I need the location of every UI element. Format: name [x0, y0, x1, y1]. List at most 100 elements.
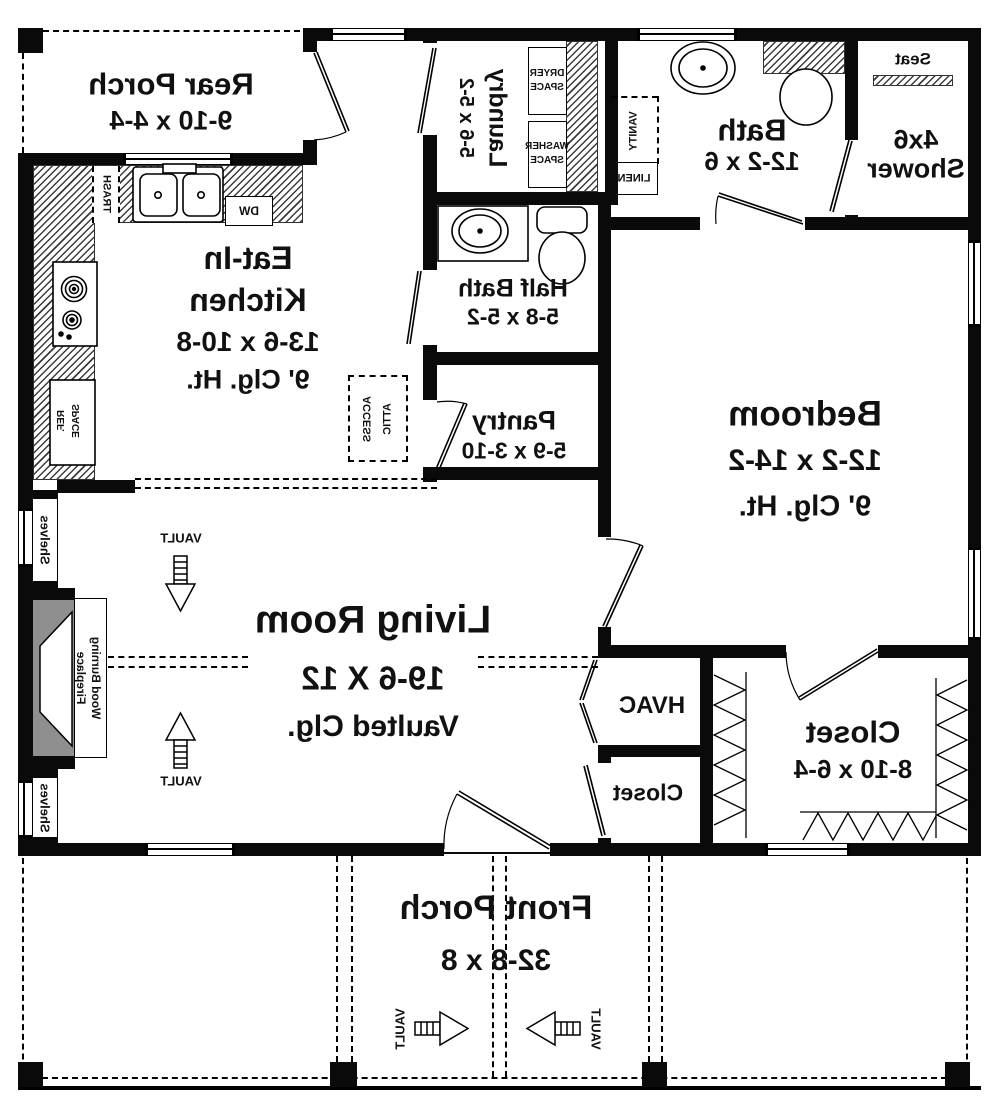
halfbath-sink-icon — [437, 205, 529, 262]
porch-post — [18, 28, 43, 53]
shelves-label: Shelves — [37, 783, 53, 833]
door-rear-porch — [313, 51, 350, 141]
porch-beam-line — [336, 856, 338, 1062]
front-porch-edge — [966, 858, 968, 1079]
dryer-space-label: DRYER — [529, 68, 565, 79]
rear-porch-edge — [22, 53, 24, 153]
dishwasher-label: DW — [239, 204, 259, 218]
closet-rod-icon — [712, 672, 969, 842]
front-porch-edge — [22, 1077, 967, 1079]
washer-space-label: WASHER — [525, 141, 569, 152]
window — [637, 28, 737, 41]
fireplace-label-box — [74, 598, 107, 758]
room-label-living: Living Room — [254, 598, 492, 642]
porch-beam-line — [351, 856, 353, 1062]
attic-access-label: ACCESS — [361, 396, 374, 442]
room-label-laundry: Laundry — [483, 68, 512, 168]
kitchen-top-wall — [18, 153, 123, 165]
bedroom-west-wall — [598, 745, 611, 763]
shower-seat-label: Seat — [895, 49, 931, 69]
room-label-bath: Bath — [717, 112, 787, 148]
room-dims-shower: 4x6 — [893, 124, 939, 155]
door-pantry — [435, 400, 468, 471]
living-ceiling-line — [478, 656, 598, 658]
room-ceiling-kitchen: 9' Clg. Ht. — [186, 364, 310, 395]
fireplace-label: Fireplace — [74, 651, 88, 705]
wall-left — [18, 153, 33, 855]
bedroom-closet-wall — [611, 645, 786, 658]
porch-column — [945, 1062, 970, 1087]
attic-access-label: ATTIC — [381, 403, 394, 435]
kitchen-opening — [135, 478, 437, 480]
door-half-bath — [406, 270, 422, 345]
shelf-cap — [30, 581, 58, 590]
door-bath — [715, 192, 804, 225]
fireplace-label: Wood Burning — [89, 636, 103, 720]
porch-beam-line — [661, 856, 663, 1062]
room-label-bedroom: Bedroom — [728, 394, 882, 434]
room-label-front-porch: Front Porch — [399, 889, 593, 927]
door-bedroom — [602, 538, 644, 628]
door-shower — [829, 139, 853, 213]
room-label-pantry: Pantry — [471, 405, 557, 436]
laundry-bath-wall — [605, 28, 618, 197]
bath-shower-wall — [845, 28, 858, 140]
attic-access-box — [348, 375, 408, 462]
porch-column — [642, 1062, 667, 1087]
bedroom-closet-wall — [878, 645, 981, 658]
shelf-cap — [30, 837, 58, 846]
living-ceiling-line — [108, 666, 248, 668]
trash-space — [92, 166, 120, 223]
bedroom-west-wall — [598, 627, 611, 658]
ref-space-box — [49, 379, 96, 466]
door-walkin-closet — [785, 648, 879, 701]
porch-front-line — [18, 1086, 981, 1090]
room-dims-pantry: 5-9 x 3-10 — [461, 437, 567, 464]
door-hvac-bifold — [579, 659, 598, 744]
room-dims-kitchen: 13-6 x 10-8 — [176, 326, 320, 357]
door-coat-closet — [583, 764, 606, 837]
shelf-cap — [30, 769, 58, 778]
laundry-bottom-wall — [423, 192, 618, 205]
window — [18, 780, 33, 838]
kitchen-living-stub — [57, 480, 135, 493]
pantry-bottom-wall — [423, 467, 611, 480]
kitchen-east-wall — [423, 28, 437, 43]
washer-space-label: SPACE — [530, 155, 564, 166]
porch-beam-line — [648, 856, 650, 1062]
room-label-walkin-closet: Closet — [805, 714, 901, 750]
room-dims-living: 19-6 X 12 — [301, 659, 445, 697]
room-dims-front-porch: 32-8 x 8 — [440, 944, 552, 977]
door-front-entry — [443, 790, 552, 850]
window — [18, 508, 33, 567]
room-dims-walkin-closet: 8-10 x 6-4 — [793, 754, 913, 784]
window — [145, 843, 235, 856]
vault-label: VAULT — [160, 773, 202, 789]
dryer-space-label: SPACE — [530, 82, 564, 93]
dryer-space-box — [528, 47, 567, 115]
vanity-edge — [611, 96, 658, 98]
window — [968, 240, 981, 327]
stove-icon — [52, 261, 98, 347]
ref-space-label: SPACE — [71, 404, 82, 438]
halfbath-bottom-wall — [423, 352, 611, 365]
room-label-kitchen: Kitchen — [189, 282, 307, 318]
linen-closet — [611, 162, 658, 195]
shelves-niche-2 — [33, 778, 58, 837]
fireplace-cap — [26, 756, 75, 769]
room-ceiling-living: Vaulted Clg. — [287, 710, 459, 743]
wall-bottom — [18, 843, 145, 856]
vault-arrow-right — [414, 1010, 470, 1047]
room-dims-bath: 12-2 x 6 — [704, 146, 800, 176]
room-ceiling-bedroom: 9' Clg. Ht. — [738, 490, 872, 523]
porch-column — [330, 1062, 357, 1087]
shower-seat-hatch — [873, 75, 953, 86]
hvac-divider-wall — [611, 745, 713, 757]
window — [968, 547, 981, 640]
kitchen-top-wall — [233, 153, 317, 165]
shelf-cap — [30, 490, 58, 499]
vault-label: VAULT — [588, 1008, 604, 1050]
room-label-half-bath: Half Bath — [458, 274, 568, 303]
fireplace-cap — [26, 588, 75, 601]
room-label-kitchen: Eat-In — [203, 240, 293, 276]
